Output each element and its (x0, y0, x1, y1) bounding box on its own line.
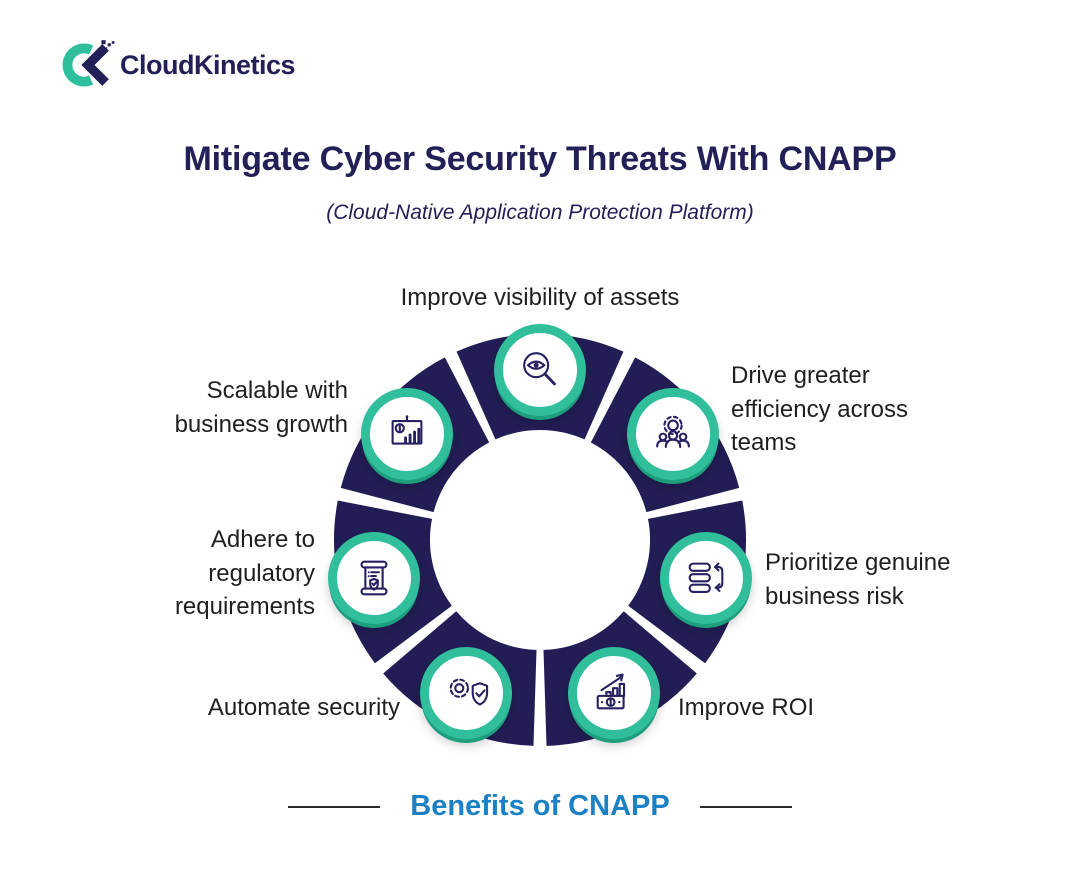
label-team-efficiency: Drive greater efficiency across teams (731, 362, 908, 457)
logo-text: CloudKinetics (120, 49, 296, 80)
cloudkinetics-logo-icon (62, 40, 115, 87)
label-regulatory-compliance: Adhere to regulatory requirements (174, 526, 315, 621)
eye-magnifier-icon (523, 352, 556, 386)
label-prioritize-risk: Prioritize genuine business risk (765, 549, 951, 610)
footer-divider-right (699, 805, 792, 808)
logo: CloudKinetics (60, 40, 296, 90)
label-improve-visibility: Improve visibility of assets (400, 284, 680, 311)
roi-growth-icon (596, 673, 626, 710)
gear-shield-check-icon (449, 678, 489, 706)
footer-divider-left (288, 805, 381, 808)
priority-list-icon (688, 562, 724, 593)
team-gear-icon (656, 415, 690, 448)
badge-automate-security (420, 647, 512, 739)
footer-caption: Benefits of CNAPP (410, 790, 670, 822)
badge-team-efficiency (627, 388, 719, 480)
badge-regulatory-compliance (328, 532, 420, 624)
badge-improve-visibility (494, 324, 586, 416)
page-title: Mitigate Cyber Security Threats With CNA… (183, 140, 897, 178)
scroll-compliance-icon (360, 560, 388, 596)
presentation-growth-icon (391, 415, 423, 445)
footer: Benefits of CNAPP (0, 790, 1080, 823)
page-subtitle: (Cloud-Native Application Protection Pla… (326, 201, 754, 224)
label-improve-roi: Improve ROI (678, 694, 815, 721)
badge-improve-roi (568, 647, 660, 739)
label-automate-security: Automate security (207, 694, 400, 721)
badge-scalable-growth (361, 388, 453, 480)
badge-prioritize-risk (660, 532, 752, 624)
label-scalable-growth: Scalable with business growth (174, 377, 348, 438)
